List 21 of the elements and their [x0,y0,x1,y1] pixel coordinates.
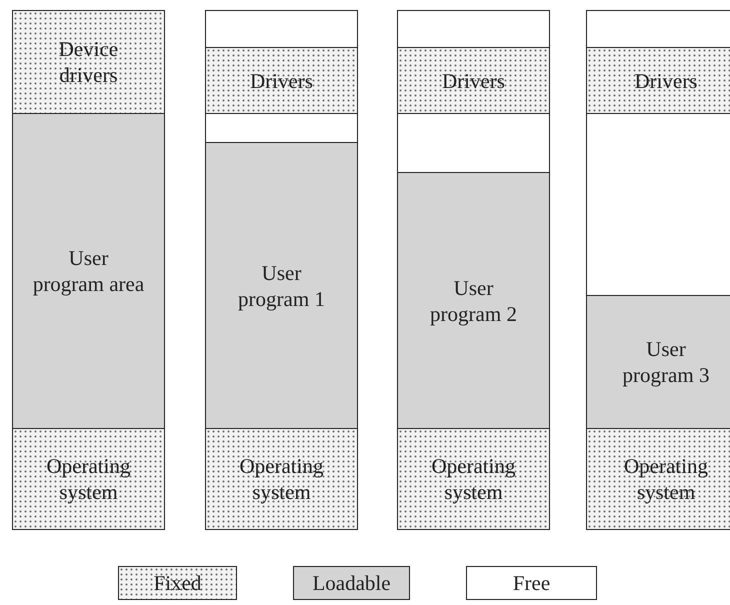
free-segment [397,10,550,48]
program-segment: User program area [12,113,165,430]
legend-label: Fixed [152,570,202,596]
fixed-segment: Operating system [397,428,550,530]
program-segment: User program 1 [205,142,358,430]
fixed-segment: Drivers [397,47,550,114]
fixed-segment: Drivers [205,47,358,114]
fixed-segment: Device drivers [12,10,165,114]
free-segment [586,10,730,48]
free-segment [205,113,358,144]
free-segment [586,113,730,296]
fixed-segment: Operating system [12,428,165,530]
fixed-segment: Operating system [586,428,730,530]
fixed-segment: Drivers [586,47,730,114]
free-segment [397,113,550,174]
legend-label: Free [512,570,552,596]
legend-label: Loadable [311,570,392,596]
fixed-segment: Operating system [205,428,358,530]
program-segment: User program 3 [586,295,730,430]
free-segment [205,10,358,48]
program-segment: User program 2 [397,172,550,430]
